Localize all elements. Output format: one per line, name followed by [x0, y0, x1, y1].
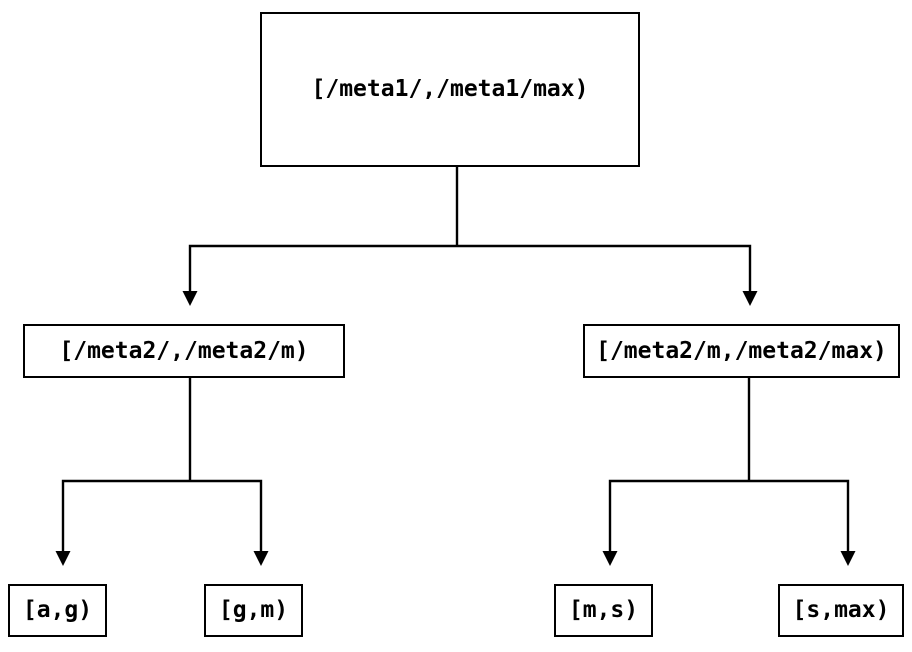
node-leaf-ag: [a,g): [8, 584, 107, 637]
arrow-down-icon: [182, 291, 198, 306]
connector-left-branches: [61, 479, 263, 552]
arrow-down-icon: [840, 551, 856, 566]
connector-right-branches: [608, 479, 850, 552]
arrow-down-icon: [602, 551, 618, 566]
node-leaf-smax: [s,max): [778, 584, 904, 637]
node-root: [/meta1/,/meta1/max): [260, 12, 640, 167]
node-meta2-low: [/meta2/,/meta2/m): [23, 324, 345, 378]
node-leaf-ms: [m,s): [554, 584, 653, 637]
node-meta2-high: [/meta2/m,/meta2/max): [583, 324, 900, 378]
arrow-down-icon: [253, 551, 269, 566]
arrow-down-icon: [55, 551, 71, 566]
arrow-down-icon: [742, 291, 758, 306]
node-leaf-gm: [g,m): [204, 584, 303, 637]
connector-root-branches: [188, 244, 752, 292]
